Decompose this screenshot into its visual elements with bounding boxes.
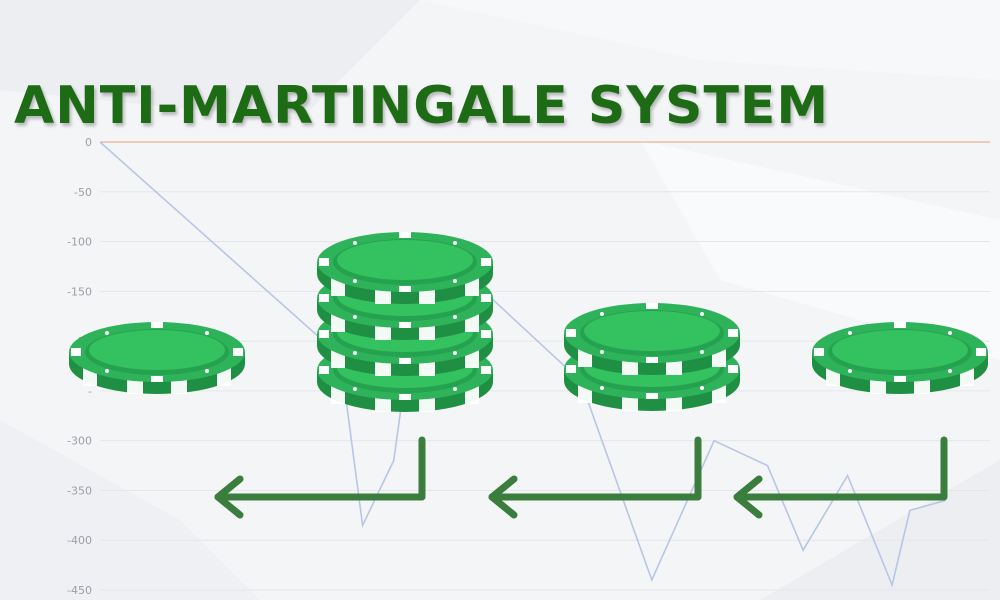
poker-chip — [812, 322, 988, 394]
arrows — [214, 436, 948, 519]
y-tick-label: -300 — [67, 435, 92, 448]
chip-stack-2 — [317, 232, 493, 412]
arrow-1 — [214, 436, 426, 519]
arrow-2 — [488, 436, 702, 519]
arrow-3 — [733, 436, 948, 519]
y-tick-label: -50 — [74, 186, 92, 199]
chip-stack-3 — [564, 303, 740, 411]
poker-chip — [564, 303, 740, 375]
chip-stack-4 — [812, 322, 988, 394]
y-tick-label: -100 — [67, 236, 92, 249]
y-tick-label: -400 — [67, 534, 92, 547]
page-title: ANTI-MARTINGALE SYSTEM — [14, 76, 830, 136]
y-tick-label: -350 — [67, 484, 92, 497]
chart-grid — [100, 141, 990, 591]
chip-stacks — [69, 232, 988, 412]
y-tick-label: 0 — [85, 136, 92, 149]
series-line — [99, 141, 946, 588]
y-tick-label: -150 — [67, 285, 92, 298]
y-tick-label: - — [88, 385, 92, 398]
poker-chip — [69, 322, 245, 394]
poker-chip — [317, 232, 493, 304]
y-tick-label: -450 — [67, 584, 92, 597]
chip-stack-1 — [69, 322, 245, 394]
